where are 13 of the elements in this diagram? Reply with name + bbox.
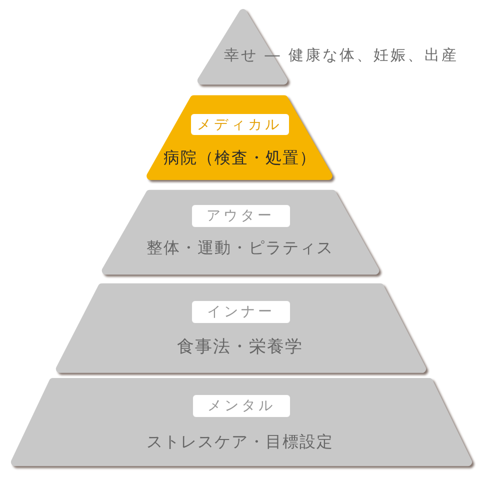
tier-badge: メディカル: [190, 114, 288, 135]
apex-caption: 幸せ ― 健康な体、妊娠、出産: [224, 46, 459, 64]
tier-badge: インナー: [192, 301, 290, 323]
pyramid-tier: [144, 94, 335, 180]
tier-badge: アウター: [192, 205, 290, 227]
pyramid-tier: [8, 379, 475, 465]
tier-badge: メンタル: [193, 395, 290, 417]
tier-description: 整体・運動・ピラティス: [146, 238, 334, 258]
pyramid-tier: [53, 284, 429, 372]
tier-description: 食事法・栄養学: [177, 337, 303, 358]
tier-description: ストレスケア・目標設定: [146, 432, 334, 452]
pyramid-tier: [99, 190, 382, 274]
tier-description: 病院（検査・処置）: [164, 148, 316, 168]
